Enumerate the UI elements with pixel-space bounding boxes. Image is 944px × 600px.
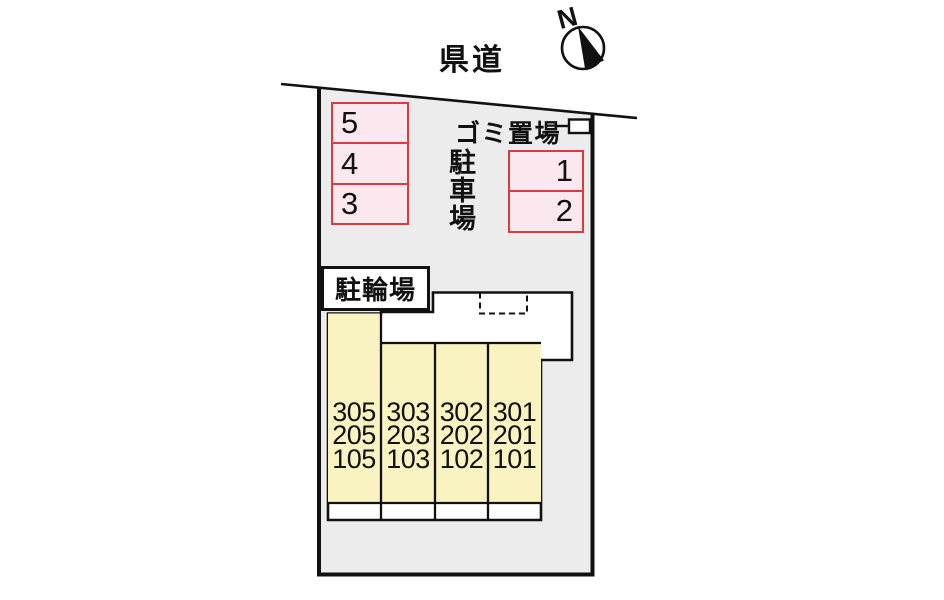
- unit-number: 202: [439, 420, 484, 451]
- unit-room-fill-2: [381, 343, 435, 503]
- unit-number: 301: [492, 397, 537, 427]
- unit-number: 101: [492, 443, 537, 474]
- parking-space-5: 5: [331, 102, 409, 144]
- unit-column-2: 303 203 103: [381, 397, 435, 474]
- north-compass: N: [554, 1, 606, 71]
- compass-circle: [560, 25, 606, 71]
- unit-column-1: 305 205 105: [327, 397, 381, 474]
- bicycle-parking-sign: 駐輪場: [321, 266, 430, 311]
- unit-room-fill-1: [328, 313, 381, 503]
- unit-number: 302: [439, 397, 484, 427]
- road-boundary-line: [280, 82, 638, 120]
- parking-space-label: 5: [341, 105, 359, 140]
- building-partition-lines: [328, 313, 541, 520]
- unit-number: 102: [439, 443, 484, 474]
- unit-number: 205: [332, 420, 376, 451]
- unit-number: 305: [332, 397, 376, 427]
- garbage-area-label: ゴミ置場: [455, 120, 562, 148]
- unit-number: 203: [386, 420, 430, 451]
- unit-number: 103: [386, 443, 430, 474]
- compass-north-label: N: [554, 1, 581, 35]
- unit-room-fill-3: [435, 343, 488, 503]
- parking-space-label: 3: [341, 186, 359, 221]
- unit-column-3: 302 202 102: [435, 397, 488, 474]
- parking-lot-label: 駐車場: [445, 148, 475, 232]
- unit-number: 201: [492, 420, 537, 451]
- parking-space-3: 3: [331, 183, 409, 225]
- parking-space-label: 4: [341, 145, 359, 181]
- garbage-marker-box: [567, 118, 592, 135]
- road-label: 県道: [439, 44, 505, 77]
- parking-space-label: 1: [555, 153, 573, 188]
- plot-boundary: [317, 87, 595, 577]
- dashed-area-outline: [479, 291, 528, 315]
- compass-needle-icon: [578, 26, 604, 69]
- parking-space-4: 4: [331, 141, 409, 186]
- unit-column-4: 301 201 101: [488, 397, 541, 474]
- bicycle-parking-label: 駐輪場: [334, 275, 416, 305]
- unit-room-fill-4: [488, 343, 541, 503]
- parking-space-label: 2: [555, 193, 573, 228]
- unit-number: 303: [386, 397, 430, 427]
- parking-space-2: 2: [508, 189, 584, 233]
- parking-space-1: 1: [508, 150, 584, 192]
- unit-number: 105: [332, 443, 376, 474]
